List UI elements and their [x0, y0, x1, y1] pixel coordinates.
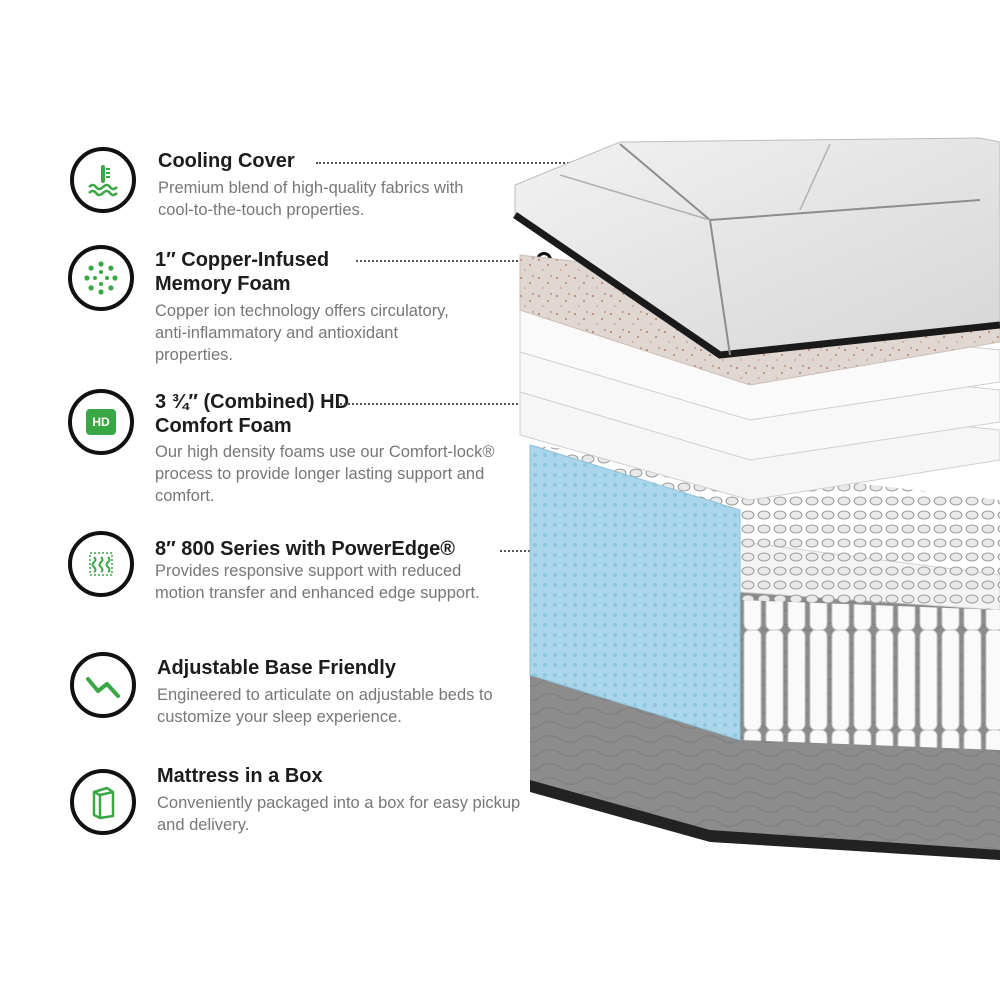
feature-title: Adjustable Base Friendly	[157, 657, 396, 679]
feature-title: 1″ Copper-Infused Memory Foam	[155, 249, 330, 295]
feature-description: Engineered to articulate on adjustable b…	[157, 686, 493, 726]
hd-badge-icon: HD	[68, 389, 134, 455]
feature-title: 3 ¾″ (Combined) HD Comfort Foam	[155, 391, 350, 437]
feature-title: 8″ 800 Series with PowerEdge®	[155, 538, 455, 560]
feature-description: Our high density foams use our Comfort-l…	[155, 443, 495, 505]
leader-line-hd-foam	[340, 403, 602, 405]
dotted-circle-icon	[68, 245, 134, 311]
feature-description: Copper ion technology offers circulatory…	[155, 302, 449, 364]
leader-line-cooling-cover	[316, 162, 636, 164]
mattress-layers-illustration	[513, 137, 1000, 860]
thermometer-waves-icon	[70, 147, 136, 213]
feature-description: Provides responsive support with reduced…	[155, 562, 480, 602]
feature-description: Conveniently packaged into a box for eas…	[157, 794, 521, 834]
hd-badge: HD	[86, 409, 116, 435]
feature-title: Cooling Cover	[158, 150, 295, 172]
box-icon	[70, 769, 136, 835]
leader-line-copper-foam	[356, 260, 538, 262]
feature-title: Mattress in a Box	[157, 765, 323, 787]
coil-spring-icon	[68, 531, 134, 597]
feature-description: Premium blend of high-quality fabrics wi…	[158, 179, 464, 219]
adjustable-base-icon	[70, 652, 136, 718]
